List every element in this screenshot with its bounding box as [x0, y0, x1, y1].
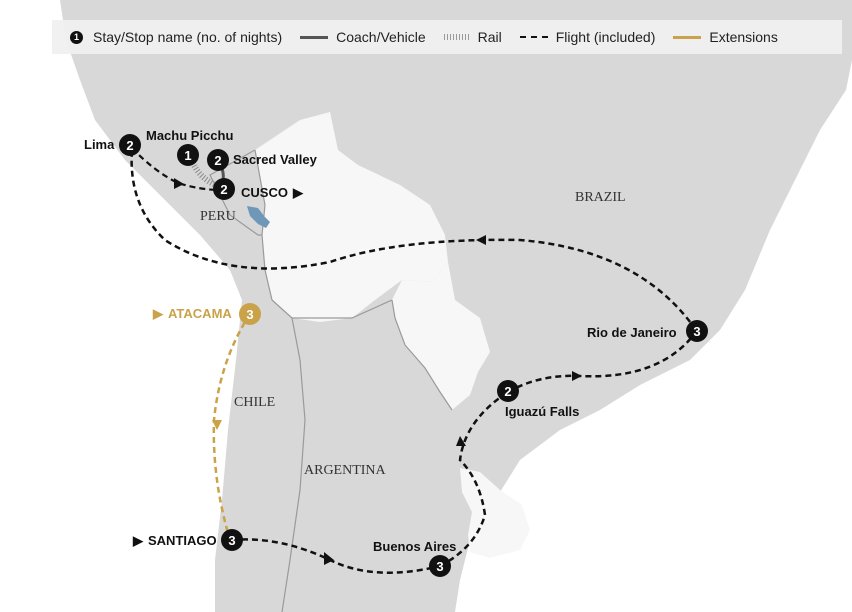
stop-sacred-valley[interactable]: 2 Sacred Valley	[207, 149, 318, 171]
arrow-icon-iguazu-rio	[572, 371, 582, 381]
legend-label-flight: Flight (included)	[555, 29, 656, 45]
flight-route-iguazu-rio	[507, 331, 697, 394]
stop-label: CUSCO	[241, 185, 288, 200]
stop-cusco[interactable]: 2 CUSCO ▶	[213, 178, 304, 200]
stop-label: SANTIAGO	[148, 533, 217, 548]
legend-item-stop: 1 Stay/Stop name (no. of nights)	[70, 29, 282, 45]
arrow-icon-santiago-buenos-aires	[324, 552, 334, 565]
stop-label: Sacred Valley	[233, 152, 318, 167]
stop-lima[interactable]: 2 Lima	[84, 134, 141, 156]
country-label-peru: PERU	[200, 209, 236, 224]
map-legend: 1 Stay/Stop name (no. of nights) Coach/V…	[52, 20, 842, 54]
land-bolivia	[255, 112, 448, 322]
legend-label-rail: Rail	[477, 29, 502, 45]
stop-buenos-aires[interactable]: 3 Buenos Aires	[373, 539, 456, 577]
country-label-brazil: BRAZIL	[575, 190, 626, 205]
stop-marker-icon: 1	[70, 30, 83, 44]
coach-line-icon	[300, 35, 329, 39]
play-icon: ▶	[152, 306, 164, 321]
stop-iguazu-falls[interactable]: 2 Iguazú Falls	[497, 380, 579, 419]
stop-label: Rio de Janeiro	[587, 325, 677, 340]
country-label-chile: CHILE	[234, 395, 275, 410]
stop-rio-de-janeiro[interactable]: 3 Rio de Janeiro	[587, 320, 708, 342]
stop-label: Machu Picchu	[146, 128, 233, 143]
stop-santiago[interactable]: 3 ▶ SANTIAGO	[132, 529, 243, 551]
legend-item-rail: Rail	[443, 29, 502, 45]
lake-titicaca	[247, 206, 270, 228]
legend-item-flight: Flight (included)	[519, 29, 656, 45]
land-paraguay	[392, 262, 490, 410]
stop-nights: 3	[228, 533, 235, 548]
stop-nights: 2	[220, 182, 227, 197]
arrow-icon-rio-lima	[476, 235, 486, 245]
legend-label-extensions: Extensions	[709, 29, 778, 45]
rail-line-icon	[443, 34, 470, 40]
stop-label: Lima	[84, 137, 115, 152]
flight-line-icon	[519, 36, 548, 38]
legend-item-coach: Coach/Vehicle	[300, 29, 426, 45]
stop-label: ATACAMA	[168, 306, 232, 321]
legend-label-stop: Stay/Stop name (no. of nights)	[93, 29, 283, 45]
stop-nights: 1	[184, 148, 191, 163]
arrow-icon-atacama-santiago	[212, 420, 222, 430]
legend-label-coach: Coach/Vehicle	[336, 29, 426, 45]
stop-nights: 3	[246, 307, 253, 322]
stop-atacama[interactable]: 3 ▶ ATACAMA	[152, 303, 261, 325]
arrow-icon-buenos-aires-iguazu	[456, 436, 466, 446]
country-label-argentina: ARGENTINA	[304, 463, 387, 478]
stop-machu-picchu[interactable]: 1 Machu Picchu	[146, 128, 233, 166]
legend-item-extensions: Extensions	[673, 29, 778, 45]
stop-nights: 2	[504, 384, 511, 399]
border-lines	[209, 149, 453, 612]
stop-nights: 3	[693, 324, 700, 339]
flight-route-rio-lima	[130, 149, 698, 331]
extension-line-icon	[673, 35, 702, 39]
land-uruguay	[460, 468, 530, 558]
stop-nights: 2	[126, 138, 133, 153]
stop-nights: 3	[436, 559, 443, 574]
play-icon: ▶	[132, 533, 144, 548]
play-icon: ▶	[292, 185, 304, 200]
stop-label: Iguazú Falls	[505, 404, 579, 419]
flight-route-buenos-aires-iguazu	[439, 390, 509, 568]
stop-label: Buenos Aires	[373, 539, 456, 554]
stop-nights: 2	[214, 153, 221, 168]
arrow-icon-lima-cusco	[174, 178, 184, 189]
